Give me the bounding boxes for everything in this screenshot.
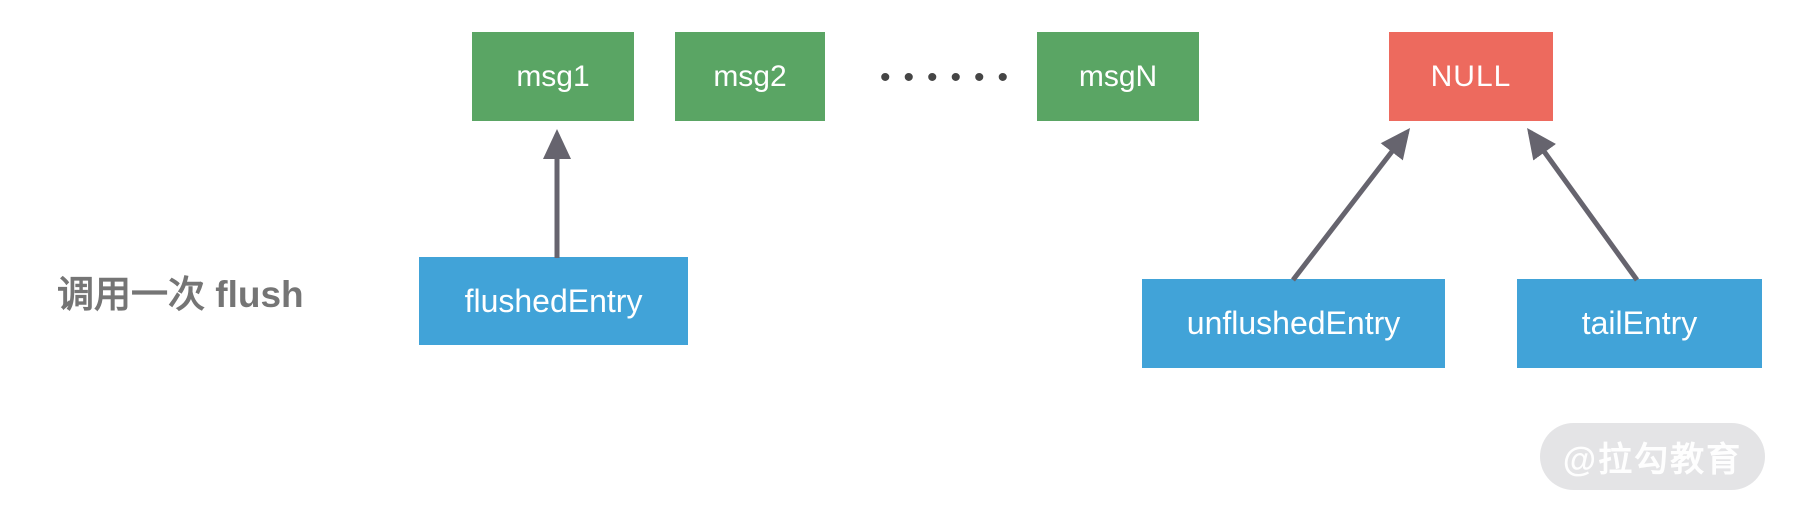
node-msgN: msgN [1037, 32, 1199, 121]
node-msg2-label: msg2 [713, 59, 787, 93]
node-msg1: msg1 [472, 32, 634, 121]
caption-call-flush-once: 调用一次 flush [57, 274, 304, 315]
node-unflushed-entry-label: unflushedEntry [1186, 305, 1401, 341]
node-tail-entry: tailEntry [1517, 279, 1762, 368]
watermark-text: @拉勾教育 [1562, 441, 1743, 479]
node-flushed-entry: flushedEntry [419, 257, 688, 345]
watermark-badge: @拉勾教育 [1540, 423, 1765, 490]
node-msgN-label: msgN [1078, 59, 1158, 93]
arrow-unflushedentry-to-null-icon [1291, 128, 1411, 282]
node-msg2: msg2 [675, 32, 825, 121]
ellipsis-dots: •••••• [880, 61, 1022, 94]
node-null-label: NULL [1430, 59, 1512, 93]
node-tail-entry-label: tailEntry [1581, 305, 1698, 341]
node-msg1-label: msg1 [516, 59, 590, 93]
node-flushed-entry-label: flushedEntry [464, 282, 643, 319]
arrow-tailentry-to-null-icon [1527, 127, 1640, 282]
node-unflushed-entry: unflushedEntry [1142, 279, 1445, 368]
node-null: NULL [1389, 32, 1553, 121]
